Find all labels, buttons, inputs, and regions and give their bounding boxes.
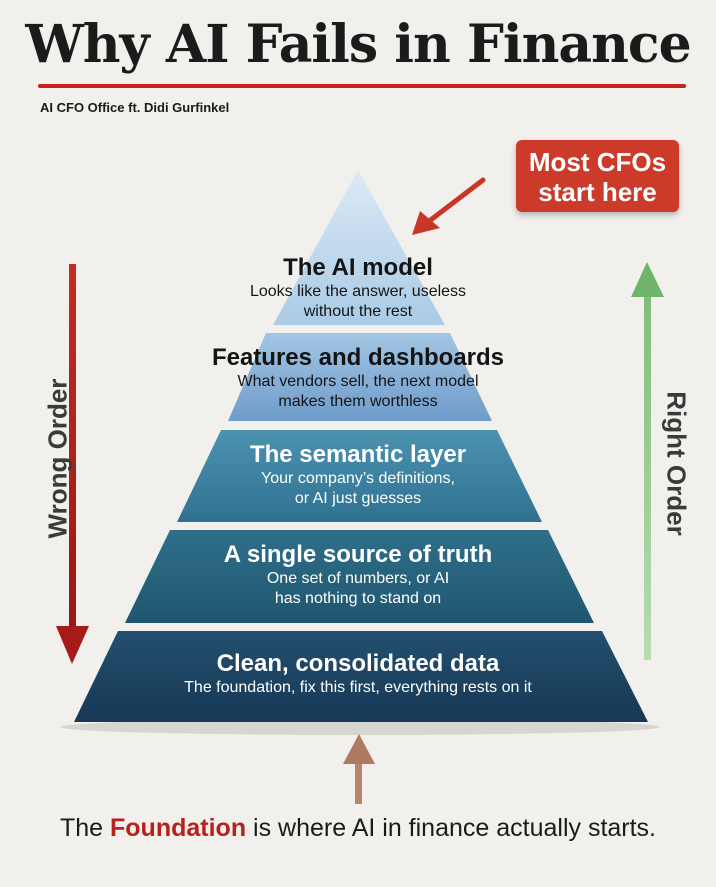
tier-desc-line-2: has nothing to stand on — [274, 590, 442, 607]
tier-desc-line-2: makes them worthless — [278, 393, 438, 410]
tier-heading: A single source of truth — [223, 541, 493, 568]
footer-text-before: The — [59, 814, 111, 842]
tier-3-text: The semantic layer Your company’s defini… — [0, 441, 716, 509]
tier-heading: The semantic layer — [249, 441, 467, 468]
tier-desc-line-1: The foundation, fix this first, everythi… — [184, 679, 532, 696]
tier-1-ai-model — [273, 170, 445, 325]
page-title: Why AI Fails in Finance — [25, 14, 691, 75]
tier-desc-line-2: without the rest — [303, 303, 413, 320]
callout-box: Most CFOs start here — [516, 140, 679, 212]
tier-desc-line-1: Looks like the answer, useless — [249, 283, 467, 300]
pyramid-shadow — [60, 719, 660, 735]
tier-2-features — [228, 333, 492, 421]
tier-heading: Clean, consolidated data — [216, 650, 500, 677]
bottom-arrow-up-icon — [343, 734, 375, 804]
tier-4-text: A single source of truth One set of numb… — [0, 541, 716, 609]
arrow-down-icon — [56, 264, 89, 664]
tier-1-text: The AI model Looks like the answer, usel… — [0, 254, 716, 322]
tier-4-single-source — [125, 530, 594, 623]
tier-2-text: Features and dashboards What vendors sel… — [0, 344, 716, 412]
callout-line-1: Most CFOs — [528, 147, 667, 177]
footer-text-after: is where AI in finance actually starts. — [246, 814, 657, 842]
tier-5-clean-data — [74, 631, 648, 722]
arrow-down-left-icon — [412, 177, 486, 235]
tier-desc-line-1: Your company’s definitions, — [261, 470, 455, 487]
footer-highlight: Foundation — [110, 814, 247, 842]
arrow-up-icon — [631, 262, 664, 660]
tier-heading: The AI model — [283, 254, 433, 281]
tier-desc-line-2: or AI just guesses — [294, 490, 422, 507]
tier-desc-line-1: One set of numbers, or AI — [266, 570, 450, 587]
tier-desc-line-1: What vendors sell, the next model — [237, 373, 479, 390]
title-underline — [38, 84, 686, 88]
byline: AI CFO Office ft. Didi Gurfinkel — [40, 100, 230, 115]
callout-line-2: start here — [538, 177, 657, 207]
tier-heading: Features and dashboards — [211, 344, 505, 371]
tier-3-semantic-layer — [177, 430, 542, 522]
tier-5-text: Clean, consolidated data The foundation,… — [0, 650, 716, 698]
footer-tagline: The Foundation is where AI in finance ac… — [0, 814, 716, 843]
